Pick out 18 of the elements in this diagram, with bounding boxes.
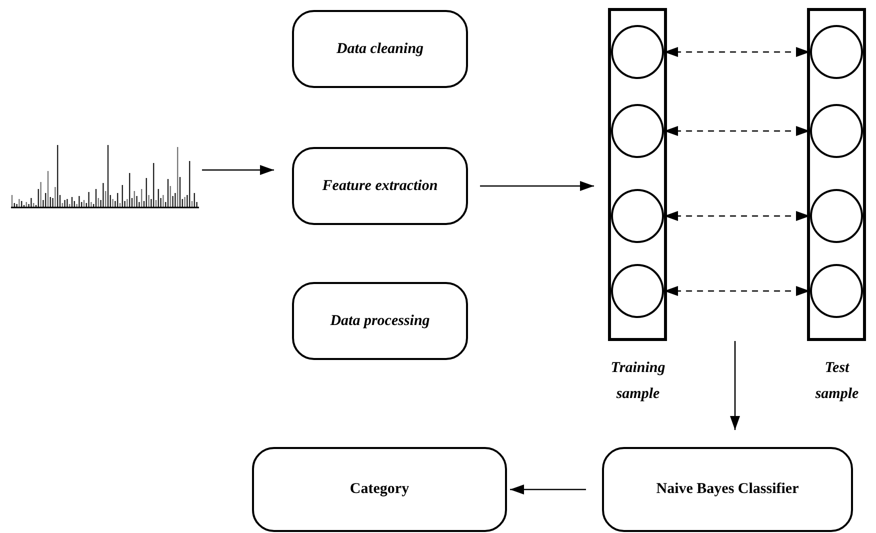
process-box xyxy=(252,447,507,532)
box-label: Data processing xyxy=(330,312,430,330)
arrow xyxy=(730,341,740,430)
box-label: Data cleaning xyxy=(336,40,424,58)
sample-column xyxy=(608,8,667,341)
box-label: Category xyxy=(350,481,410,498)
box-label: Feature extraction xyxy=(322,178,438,194)
box-label: Naive Bayes Classifier xyxy=(656,481,799,498)
arrow xyxy=(510,484,586,494)
process-box xyxy=(602,447,853,532)
sample-column xyxy=(807,8,866,341)
process-box xyxy=(292,282,468,360)
arrow xyxy=(202,165,274,175)
column-caption: Test sample xyxy=(814,359,860,404)
process-box xyxy=(292,147,468,225)
column-caption: Training sample xyxy=(610,359,666,404)
process-box xyxy=(292,10,468,88)
arrow xyxy=(480,181,594,191)
